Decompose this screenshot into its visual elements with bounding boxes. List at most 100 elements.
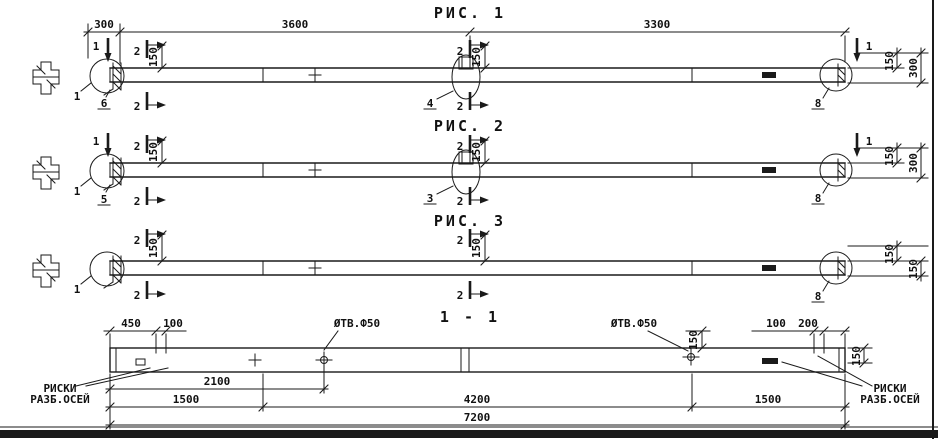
fig2-dims-right: 150 300 <box>847 142 929 183</box>
dim-150-right-a: 150 <box>883 244 896 264</box>
fig3-detail-circle-right <box>819 251 853 285</box>
left-fixing-plate <box>135 358 146 366</box>
fig3-dims-right: 150 150 <box>847 240 929 282</box>
callout-6: 6 <box>101 97 108 110</box>
fig3-dim-150-left: 150 <box>147 230 167 266</box>
figure-3-title: РИС. 3 <box>434 212 506 230</box>
dim-2100: 2100 <box>204 375 231 388</box>
section-mark-label: 2 <box>457 45 464 58</box>
section-1-1: 1 - 1 450 <box>30 308 920 430</box>
section-hole-label-right: ØТВ.Ф50 <box>610 317 689 352</box>
dim-3600: 3600 <box>282 18 309 31</box>
fig1-dim-150-left: 150 <box>147 41 167 73</box>
figure-2-title: РИС. 2 <box>434 117 506 135</box>
figure-2: РИС. 2 <box>32 117 929 208</box>
fig1-dims-right: 150 300 <box>847 47 929 88</box>
fig3-section-mark-2-left-bottom: 2 <box>134 281 166 302</box>
section-mark-label: 2 <box>457 140 464 153</box>
figure-1: РИС. 1 300 3600 3300 <box>32 4 929 113</box>
dim-150: 150 <box>470 238 483 258</box>
fig2-beam-plan <box>109 162 846 178</box>
section-mark-label: 2 <box>134 289 141 302</box>
column-section-symbol-3 <box>32 254 60 288</box>
fig3-dim-150-mid: 150 <box>470 230 490 266</box>
figure-3: РИС. 3 <box>32 212 929 303</box>
dim-3300: 3300 <box>644 18 671 31</box>
callout-8: 8 <box>815 97 822 110</box>
fig3-section-mark-2-mid-top: 2 <box>457 229 489 247</box>
dim-300-right: 300 <box>907 153 920 173</box>
dim-150: 150 <box>147 142 160 162</box>
section-mark-label: 2 <box>134 140 141 153</box>
section-mark-label: 2 <box>134 45 141 58</box>
column-section-symbol-1 <box>32 61 60 95</box>
dim-150: 150 <box>470 142 483 162</box>
section-mark-label: 2 <box>134 195 141 208</box>
dim-150-right-b: 150 <box>907 259 920 279</box>
dim-200-right: 200 <box>798 317 818 330</box>
dim-300: 300 <box>94 18 114 31</box>
fig2-detail-circle-left <box>89 153 125 191</box>
callout-4: 4 <box>427 97 434 110</box>
fig2-section-mark-2-left-top: 2 <box>134 135 166 153</box>
section-title: 1 - 1 <box>440 308 500 326</box>
dim-150: 150 <box>850 346 863 366</box>
section-mark-label: 2 <box>457 100 464 113</box>
dim-1500-right: 1500 <box>755 393 782 406</box>
fig3-detail-circle-left <box>89 251 125 289</box>
fig1-detail-circle-mid <box>451 54 481 100</box>
dim-150: 150 <box>147 238 160 258</box>
dim-7200: 7200 <box>464 411 491 424</box>
section-dims-top-left: 450 100 <box>103 317 187 349</box>
fig2-section-mark-2-mid-bottom: 2 <box>457 187 489 208</box>
fig1-section-mark-2-left-bottom: 2 <box>134 92 166 113</box>
fig3-embed-plate <box>762 265 776 271</box>
fig2-detail-circle-mid <box>451 149 481 195</box>
fig2-embed-plate <box>762 167 776 173</box>
callout-8: 8 <box>815 192 822 205</box>
dim-1500-left: 1500 <box>173 393 200 406</box>
fig2-callouts: 1 5 3 8 <box>74 177 830 206</box>
fig1-section-mark-2-mid-top: 2 <box>457 40 489 58</box>
fig1-section-mark-1-right: 1 <box>853 38 873 62</box>
fig2-detail-circle-right <box>819 153 853 187</box>
section-mark-label: 2 <box>457 289 464 302</box>
fig1-detail-circle-left <box>89 58 125 96</box>
callout-1: 1 <box>74 185 81 198</box>
section-hole-label-left: ØТВ.Ф50 <box>323 317 380 351</box>
fig2-section-mark-1-right: 1 <box>853 133 873 157</box>
riski-right-line2: РАЗБ.ОСЕЙ <box>860 393 920 406</box>
riski-note-left: РИСКИ РАЗБ.ОСЕЙ <box>30 367 169 406</box>
fig1-dimension-chain: 300 3600 3300 <box>83 18 850 64</box>
fig2-dim-150-mid: 150 <box>470 136 490 168</box>
section-mark-label: 1 <box>93 135 100 148</box>
section-beam-elevation <box>109 343 846 373</box>
figure-1-title: РИС. 1 <box>434 4 506 22</box>
callout-1: 1 <box>74 283 81 296</box>
section-mark-label: 2 <box>134 234 141 247</box>
callout-3: 3 <box>427 192 434 205</box>
fig1-detail-circle-right <box>819 58 853 92</box>
dim-150-right: 150 <box>883 146 896 166</box>
fig1-beam-plan <box>109 67 846 83</box>
section-dim-150-hole: 150 <box>685 326 711 353</box>
riski-note-right: РИСКИ РАЗБ.ОСЕЙ <box>781 355 920 406</box>
riski-right-line1: РИСКИ <box>873 382 906 395</box>
section-mark-label: 2 <box>457 234 464 247</box>
dim-150: 150 <box>687 330 700 350</box>
dim-100-left: 100 <box>163 317 183 330</box>
section-mark-label: 1 <box>866 40 873 53</box>
fig1-section-mark-1-left: 1 <box>93 38 112 62</box>
section-dims-top-right: 100 200 <box>751 317 850 349</box>
fig1-embed-plate <box>762 72 776 78</box>
fig1-section-mark-2-left-top: 2 <box>134 40 166 58</box>
dim-150: 150 <box>147 47 160 67</box>
fig2-dim-150-left: 150 <box>147 136 167 168</box>
dim-150-right: 150 <box>883 51 896 71</box>
dim-150: 150 <box>470 47 483 67</box>
section-mark-label: 1 <box>93 40 100 53</box>
section-mark-label: 2 <box>134 100 141 113</box>
fig2-section-mark-2-left-bottom: 2 <box>134 187 166 208</box>
